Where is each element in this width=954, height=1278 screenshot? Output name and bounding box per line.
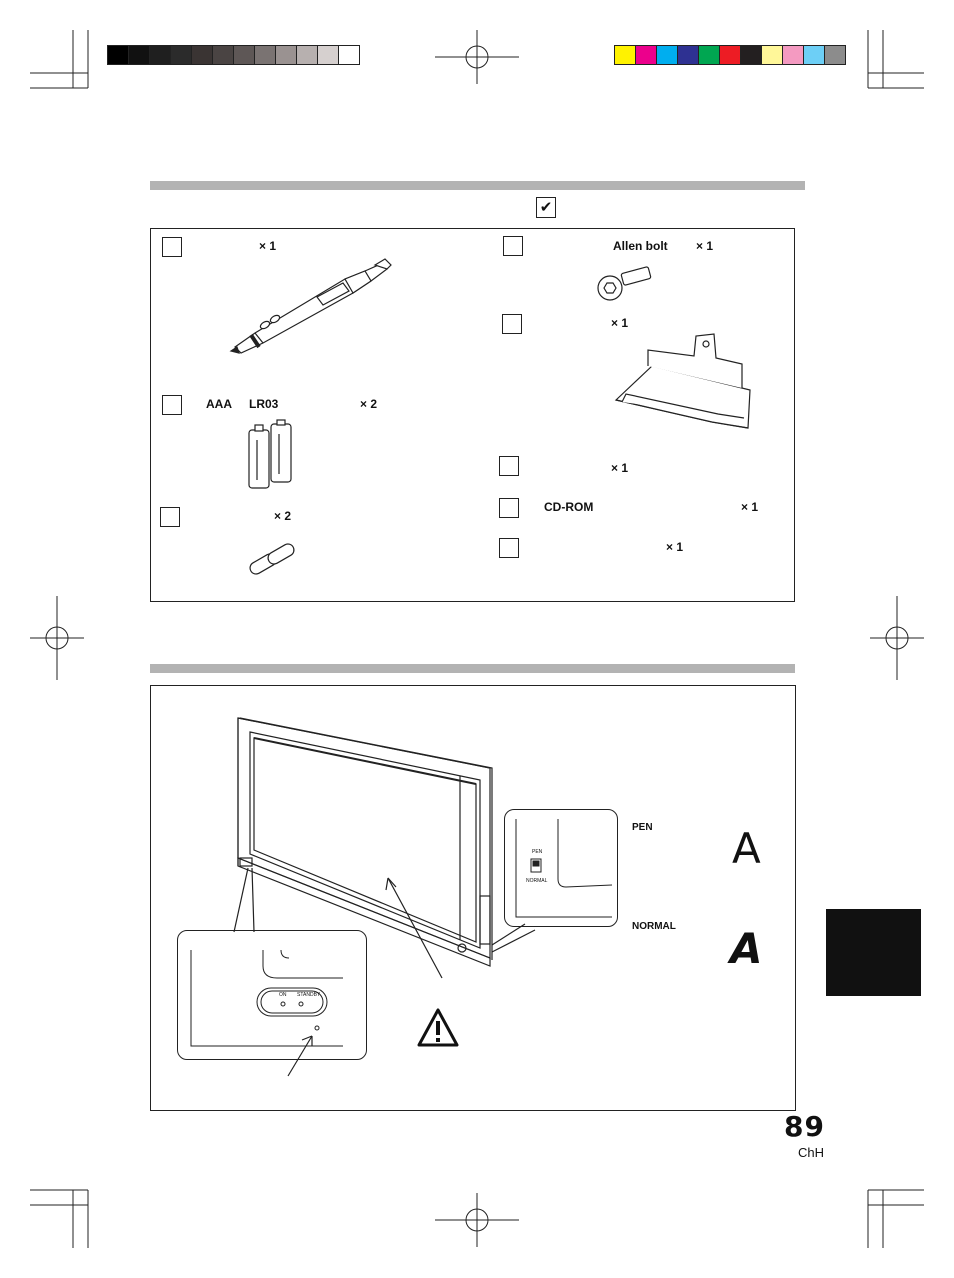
color-swatch — [677, 45, 699, 65]
checkbox-cd-rom[interactable] — [499, 498, 519, 518]
color-swatch — [149, 45, 171, 65]
pen-tips-qty: × 2 — [274, 509, 292, 523]
batteries-illustration — [248, 419, 292, 489]
checkbox-item-8[interactable] — [499, 538, 519, 558]
power-zoom-callout — [177, 930, 367, 1060]
checkbox-batteries[interactable] — [162, 395, 182, 415]
mode-normal-label: NORMAL — [632, 921, 676, 932]
pen-tray-illustration — [614, 333, 751, 429]
power-zoom-detail — [190, 949, 343, 1047]
color-swatch — [212, 45, 234, 65]
color-swatch — [338, 45, 360, 65]
switch-zoom-callout — [504, 809, 618, 927]
checkbox-pen[interactable] — [162, 237, 182, 257]
color-swatch — [254, 45, 276, 65]
color-swatch — [233, 45, 255, 65]
sample-letter-pen: A — [732, 824, 761, 873]
switch-normal-label: NORMAL — [526, 878, 548, 884]
pen-qty: × 1 — [259, 239, 277, 253]
cd-rom-qty: × 1 — [741, 500, 759, 514]
color-swatch — [824, 45, 846, 65]
switch-pen-label: PEN — [532, 849, 543, 855]
color-swatch — [761, 45, 783, 65]
section-bar-accessories — [150, 181, 805, 190]
warning-icon — [417, 1008, 459, 1047]
allen-bolt-qty: × 1 — [696, 239, 714, 253]
color-swatch — [191, 45, 213, 65]
battery-type: AAA — [206, 397, 232, 411]
color-swatch — [782, 45, 804, 65]
color-swatch — [719, 45, 741, 65]
checkbox-pen-tips[interactable] — [160, 507, 180, 527]
item-8-qty: × 1 — [666, 540, 684, 554]
chapter-tab — [826, 909, 921, 996]
electronic-pen-illustration — [229, 258, 392, 354]
allen-bolt-illustration — [597, 266, 652, 301]
checkbox-allen-bolt[interactable] — [503, 236, 523, 256]
color-swatch — [740, 45, 762, 65]
whiteboard-illustration — [233, 717, 536, 1077]
color-swatch — [698, 45, 720, 65]
color-swatch — [635, 45, 657, 65]
allen-bolt-label: Allen bolt — [613, 239, 668, 253]
language-code: ChH — [798, 1145, 825, 1160]
parts-panel — [150, 685, 796, 1111]
color-swatch — [107, 45, 129, 65]
color-swatch — [803, 45, 825, 65]
color-swatch — [296, 45, 318, 65]
color-swatch — [656, 45, 678, 65]
section-bar-parts — [150, 664, 795, 673]
power-standby-label: STANDBY — [297, 992, 321, 998]
power-on-label: ON — [279, 992, 287, 998]
checkbox-item-6[interactable] — [499, 456, 519, 476]
check-box-legend: ✔ — [536, 197, 556, 218]
pen-tips-illustration — [249, 543, 295, 575]
color-swatch — [275, 45, 297, 65]
checkbox-pen-tray[interactable] — [502, 314, 522, 334]
pen-tray-qty: × 1 — [611, 316, 629, 330]
page-number: 89 — [784, 1110, 825, 1143]
mode-pen-label: PEN — [632, 822, 653, 833]
accessories-panel — [150, 228, 795, 602]
cd-rom-label: CD-ROM — [544, 500, 594, 514]
color-swatch — [170, 45, 192, 65]
color-swatch — [614, 45, 636, 65]
switch-zoom-detail — [515, 819, 613, 918]
sample-letter-normal: A — [730, 924, 763, 973]
color-swatch — [128, 45, 150, 65]
color-swatch — [317, 45, 339, 65]
item-6-qty: × 1 — [611, 461, 629, 475]
battery-qty: × 2 — [360, 397, 378, 411]
battery-model: LR03 — [249, 397, 279, 411]
